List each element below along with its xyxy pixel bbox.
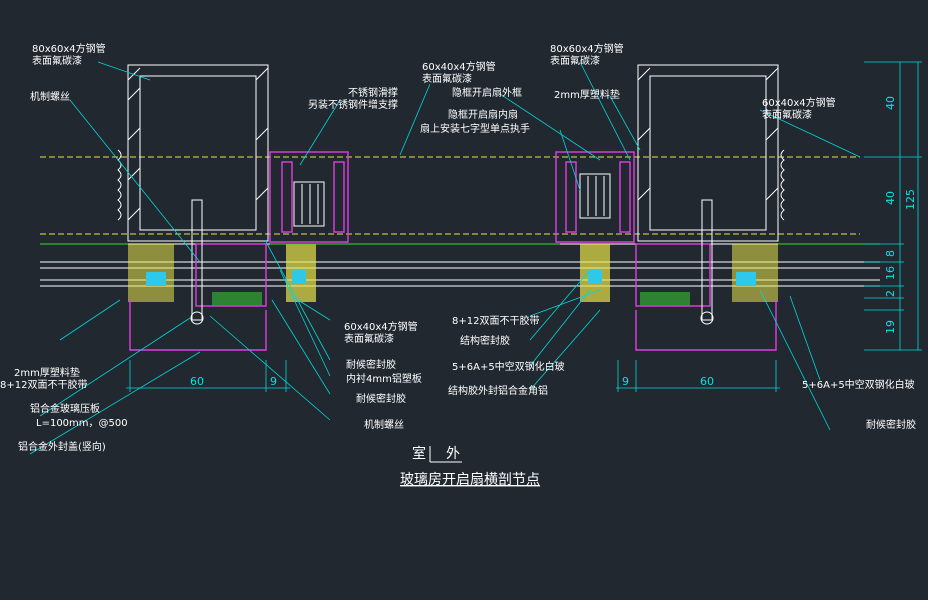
right-dimension-chain: 40 40 8 16 2 19 125 [864, 61, 922, 351]
drawing-title: 玻璃房开启扇横剖节点 [400, 471, 540, 488]
right-steel-tube [637, 64, 785, 242]
label-right-small-tube-2: 表面氟碳漆 [762, 108, 812, 121]
label-lower-tube-2: 表面氟碳漆 [344, 332, 394, 345]
label-outside: 外 [446, 446, 460, 462]
label-liner: 内衬4mm铝塑板 [346, 372, 422, 385]
label-weather-sealant-1: 耐候密封胶 [346, 358, 396, 371]
label-hidden-frame: 隐框开启扇外框 [452, 86, 522, 99]
dim-8: 8 [884, 250, 897, 257]
label-cover-cap: 铝合金外封盖(竖向) [18, 440, 106, 453]
annotations: 80x60x4方钢管 表面氟碳漆 机制螺丝 60x40x4方钢管 表面氟碳漆 不… [0, 42, 916, 453]
dim-9-left: 9 [270, 375, 277, 388]
label-foam-tape: 8+12双面不干胶带 [452, 314, 539, 327]
dim-40-mid: 40 [884, 191, 897, 205]
label-plastic-pad-1: 2mm厚塑料垫 [14, 366, 80, 379]
label-pressure-plate-2: L=100mm，@500 [36, 418, 128, 429]
dim-9-right: 9 [622, 375, 629, 388]
dim-60-left: 60 [190, 375, 204, 388]
bottom-dimension-chain: 60 9 9 60 [126, 360, 780, 392]
label-left-tube-1: 80x60x4方钢管 [32, 42, 106, 55]
label-plastic-pad-2: 8+12双面不干胶带 [0, 378, 87, 391]
right-lower-profile [635, 199, 778, 351]
dim-125: 125 [904, 189, 917, 210]
label-left-screw: 机制螺丝 [30, 90, 70, 103]
left-steel-tube [117, 64, 269, 242]
label-slide-support-2: 另装不锈钢件增支撑 [308, 98, 398, 111]
label-center-tube-1: 60x40x4方钢管 [422, 60, 496, 73]
dim-40-top: 40 [884, 96, 897, 110]
label-aluminum-pad: 2mm厚塑料垫 [554, 88, 620, 101]
label-right-tube-2: 表面氟碳漆 [550, 54, 600, 67]
left-lower-profile [128, 199, 267, 351]
label-weather-sealant-2: 耐候密封胶 [356, 392, 406, 405]
label-aluminum-corner: 结构胶外封铝合金角铝 [448, 384, 548, 397]
leader-lines [29, 61, 861, 455]
label-glass-center: 5+6A+5中空双钢化白玻 [452, 360, 565, 373]
label-sash-note-1: 隐框开启扇内扇 [448, 108, 518, 121]
label-center-tube-2: 表面氟碳漆 [422, 72, 472, 85]
title-block: 室 外 玻璃房开启扇横剖节点 [400, 445, 540, 488]
dim-60-right: 60 [700, 375, 714, 388]
right-sash-frame [555, 151, 635, 302]
label-right-tube-1: 80x60x4方钢管 [550, 42, 624, 55]
label-slide-support-1: 不锈钢滑撑 [348, 86, 398, 99]
label-inside: 室 [412, 445, 426, 462]
dim-16: 16 [884, 266, 897, 280]
label-right-small-tube-1: 60x40x4方钢管 [762, 96, 836, 109]
label-sash-note-2: 扇上安装七字型单点执手 [420, 122, 530, 135]
label-weather-sealant-right: 耐候密封胶 [866, 418, 916, 431]
left-sash-frame [269, 151, 349, 302]
label-machine-screw: 机制螺丝 [364, 418, 404, 431]
label-structural-sealant: 结构密封胶 [460, 334, 510, 347]
label-lower-tube-1: 60x40x4方钢管 [344, 320, 418, 333]
label-glass-right: 5+6A+5中空双钢化白玻 [802, 378, 915, 391]
dim-19: 19 [884, 320, 897, 334]
label-left-tube-2: 表面氟碳漆 [32, 54, 82, 67]
dim-2: 2 [884, 290, 897, 297]
label-pressure-plate-1: 铝合金玻璃压板 [30, 402, 100, 415]
